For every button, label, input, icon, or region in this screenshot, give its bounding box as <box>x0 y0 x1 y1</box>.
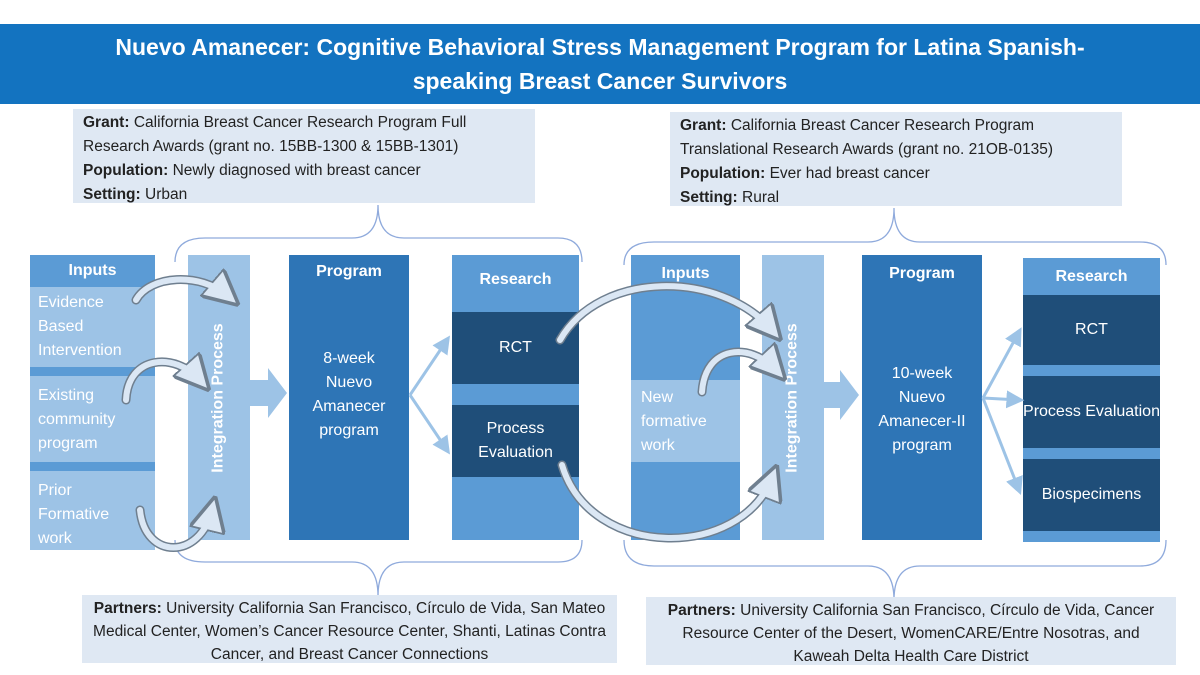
right-program-text: 10-week Nuevo Amanecer-II program <box>878 365 966 454</box>
right-grant-text: California Breast Cancer Research Progra… <box>680 117 1054 158</box>
right-research-item: Biospecimens <box>1023 459 1160 531</box>
right-research-header: Research <box>1055 268 1128 285</box>
left-input-item: Existing community program <box>38 387 116 452</box>
right-top-brace <box>623 207 1167 266</box>
left-info-box: Grant: California Breast Cancer Research… <box>73 109 535 203</box>
right-bottom-brace <box>623 539 1167 601</box>
right-fan-arrow <box>982 390 1025 409</box>
right-setting-label: Setting: <box>680 189 738 206</box>
right-inputs-header: Inputs <box>661 265 710 282</box>
left-research-header: Research <box>479 271 552 288</box>
left-grant-text: California Breast Cancer Research Progra… <box>83 114 467 155</box>
left-program-box <box>289 255 409 540</box>
right-input-cell <box>631 380 740 462</box>
left-program-text: 8-week Nuevo Amanecer program <box>312 350 386 439</box>
left-partners-box: Partners: University California San Fran… <box>82 595 617 663</box>
left-partners-label: Partners: <box>93 600 162 617</box>
left-program-header: Program <box>316 263 382 280</box>
left-inputs-divider <box>30 462 155 471</box>
page-title: Nuevo Amanecer: Cognitive Behavioral Str… <box>115 34 1085 94</box>
right-program-box <box>862 255 982 540</box>
right-partners-box: Partners: University California San Fran… <box>646 597 1176 665</box>
feedback-arrow-outline <box>555 281 772 345</box>
left-research-column <box>452 255 579 540</box>
feedback-arrow-outline <box>557 460 772 543</box>
left-bottom-brace <box>174 539 583 597</box>
left-input-item: Evidence Based Intervention <box>38 294 122 359</box>
left-partners-text: University California San Francisco, Cír… <box>93 600 606 663</box>
left-inputs-column <box>30 255 155 550</box>
right-grant-label: Grant: <box>680 117 727 134</box>
left-setting-text: Urban <box>145 186 188 203</box>
left-research-item: RCT <box>452 312 579 384</box>
right-info-box: Grant: California Breast Cancer Research… <box>670 112 1122 206</box>
left-setting-label: Setting: <box>83 186 141 203</box>
feedback-arrow <box>557 283 775 343</box>
right-setting-text: Rural <box>742 189 780 206</box>
right-partners-text: University California San Francisco, Cír… <box>682 602 1155 665</box>
left-top-brace <box>174 204 583 263</box>
left-fan-arrow <box>408 394 451 455</box>
right-fan-arrow <box>981 327 1022 399</box>
left-fan-arrow <box>408 335 451 396</box>
left-curved-arrow <box>123 358 203 403</box>
left-curved-arrow <box>137 507 215 551</box>
right-partners-label: Partners: <box>667 602 736 619</box>
right-block-arrow <box>824 370 859 420</box>
left-inputs-header: Inputs <box>30 255 155 287</box>
right-program-header: Program <box>889 265 955 282</box>
right-input-item: New formative work <box>641 389 707 454</box>
left-block-arrow <box>250 368 287 418</box>
left-grant-label: Grant: <box>83 114 130 131</box>
right-curved-arrow <box>699 349 779 395</box>
right-fan-arrow <box>981 397 1023 496</box>
feedback-arrow <box>559 462 775 541</box>
left-population-label: Population: <box>83 162 169 179</box>
left-inputs-divider <box>30 367 155 376</box>
left-curved-arrow <box>133 276 231 303</box>
right-research-item: Process Evaluation <box>1023 376 1160 448</box>
right-population-label: Population: <box>680 165 766 182</box>
title-banner: Nuevo Amanecer: Cognitive Behavioral Str… <box>0 24 1200 104</box>
left-input-item: Prior Formative work <box>38 482 110 547</box>
right-population-text: Ever had breast cancer <box>769 165 930 182</box>
left-population-text: Newly diagnosed with breast cancer <box>172 162 421 179</box>
right-research-item: RCT <box>1023 295 1160 365</box>
